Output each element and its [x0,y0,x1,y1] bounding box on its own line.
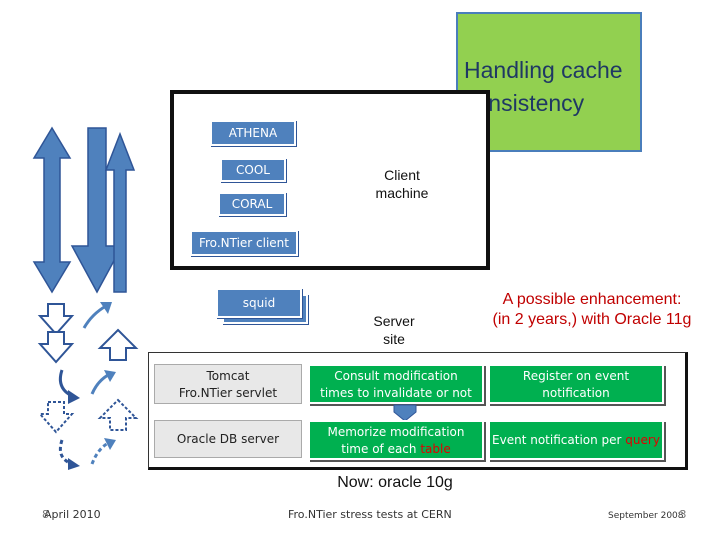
frontier-client-box: Fro.NTier client [190,230,298,256]
consult-line1: Consult modification [334,369,458,383]
cool-box: COOL [220,158,286,182]
tomcat-line1: Tomcat [206,369,250,383]
dashed-curved-arrow-icon [58,439,73,466]
outline-down-arrow-icon-2 [37,331,75,364]
event-red: query [625,433,660,447]
squid-box: squid [216,288,302,318]
connector-arrow-icon [393,404,417,422]
memorize-line1: Memorize modification [327,425,465,439]
dashed-curved-arrow-icon-2 [90,440,111,465]
oracle-label: Oracle DB server [176,432,280,446]
enhancement-note: A possible enhancement: (in 2 years,) wi… [472,290,712,330]
footer-center: Fro.NTier stress tests at CERN [288,508,452,521]
footer-left-date: April 2010 [44,508,101,521]
footer-left: 8 April 2010 [42,508,101,521]
server-site-label: Server site [356,312,432,348]
down-arrow-icon [70,127,124,294]
tomcat-box: Tomcat Fro.NTier servlet [154,364,302,404]
up-arrow-icon [104,131,136,293]
frontier-client-label: Fro.NTier client [198,236,289,250]
footer-right-num: 3 [679,508,687,521]
curved-arrow-icon [82,304,107,329]
server-label-line2: site [383,331,405,347]
dashed-down-arrow-icon [37,401,75,434]
memorize-box: Memorize modification time of each table [308,420,484,460]
consult-line2: times to invalidate or not [320,386,472,400]
enhancement-line2: (in 2 years,) with Oracle 11g [492,311,692,328]
register-line2: notification [542,386,610,400]
client-label-line1: Client [384,167,420,183]
cool-label: COOL [236,163,270,177]
footer-right: September 20083 [608,508,687,521]
server-site-frame [148,352,688,470]
curved-arrow-icon-3 [90,372,111,395]
outline-up-arrow-icon [97,328,139,361]
athena-box: ATHENA [210,120,296,146]
register-box: Register on event notification [488,364,664,404]
client-label-line2: machine [375,185,429,201]
footer-left-num: 8 [42,508,49,521]
event-prefix: Event notification per [492,433,626,447]
slide-title: Handling cache consistency [464,57,623,116]
client-machine-label: Client machine [360,166,444,202]
tomcat-line2: Fro.NTier servlet [178,386,278,400]
coral-label: CORAL [231,197,273,211]
coral-box: CORAL [218,192,286,216]
double-arrow-icon [32,126,72,294]
outline-down-arrow-icon [37,303,75,336]
register-line1: Register on event [522,369,630,383]
athena-label: ATHENA [228,126,278,140]
dashed-up-arrow-icon [97,398,139,431]
enhancement-line1: A possible enhancement: [502,291,682,308]
server-label-line1: Server [373,313,415,329]
consult-box: Consult modification times to invalidate… [308,364,484,404]
footer-right-date: September 2008 [608,511,684,521]
memorize-line2-prefix: time of each [341,442,421,456]
memorize-line2: time of each table [310,441,482,458]
oracle-box: Oracle DB server [154,420,302,458]
squid-label: squid [242,296,276,310]
big-arrows [32,126,136,294]
small-arrow-icons [37,302,139,470]
event-box: Event notification per query [488,420,664,460]
now-label: Now: oracle 10g [337,474,453,491]
memorize-line2-red: table [420,442,451,456]
